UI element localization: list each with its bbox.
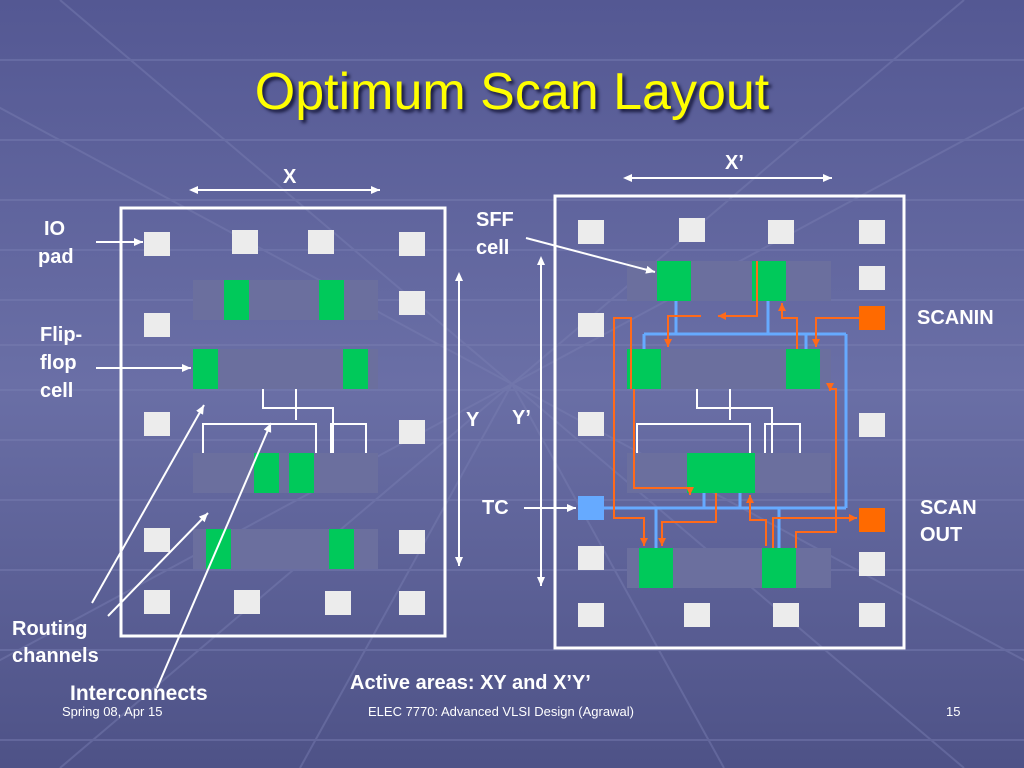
flipflop-label-line-2: flop	[40, 352, 77, 374]
interconnects-label: Interconnects	[70, 682, 208, 705]
routing-channels-label-line-1: Routing	[12, 618, 88, 640]
tc-label: TC	[482, 497, 509, 519]
x-prime-label: X’	[725, 152, 744, 174]
io-pad	[859, 552, 885, 576]
flipflop-label-line-3: cell	[40, 380, 74, 402]
left-chip-outline	[119, 206, 447, 638]
right-io-pads	[578, 218, 885, 627]
left-callout-arrows	[91, 238, 272, 689]
scan-flip-flop	[762, 548, 796, 588]
flip-flop	[254, 453, 279, 493]
left-io-pads	[144, 230, 425, 615]
cell-row	[193, 453, 378, 493]
io-pad	[308, 230, 334, 254]
io-pad	[859, 220, 885, 244]
scan-flip-flop	[639, 548, 673, 588]
io-pad	[234, 590, 260, 614]
io-pad	[773, 603, 799, 627]
io-pad	[144, 412, 170, 436]
sff-label-line-2: cell	[476, 237, 510, 259]
right-interconnect-wires	[636, 389, 801, 453]
io-pad	[859, 413, 885, 437]
right-callout-arrows	[524, 237, 656, 512]
footer-page-number: 15	[946, 704, 961, 719]
scan-flip-flop	[687, 453, 721, 493]
flip-flop	[319, 280, 344, 320]
io-pad	[399, 530, 425, 554]
io-pad	[679, 218, 705, 242]
io-pad	[144, 528, 170, 552]
io-pad-label-line-2: pad	[38, 246, 74, 268]
io-pad	[578, 546, 604, 570]
routing-channels-label-line-2: channels	[12, 645, 99, 667]
io-pad	[684, 603, 710, 627]
active-areas-label: Active areas: XY and X’Y’	[350, 672, 591, 694]
scan-flip-flop	[721, 453, 755, 493]
io-pad	[144, 590, 170, 614]
io-pad	[578, 220, 604, 244]
footer-date: Spring 08, Apr 15	[62, 704, 163, 719]
flip-flop	[289, 453, 314, 493]
io-pad	[399, 420, 425, 444]
io-pad	[144, 313, 170, 337]
y-prime-label: Y’	[512, 407, 531, 429]
io-pad	[768, 220, 794, 244]
left-flip-flops	[193, 280, 368, 569]
io-pad	[325, 591, 351, 615]
left-interconnect-wires	[202, 389, 367, 453]
io-pad	[144, 232, 170, 256]
io-pad-label-line-1: IO	[44, 218, 66, 240]
scanout-label-line-1: SCAN	[920, 497, 977, 519]
io-pad	[578, 313, 604, 337]
io-pad	[399, 591, 425, 615]
right-chip-outline	[553, 194, 906, 650]
y-label: Y	[466, 409, 480, 431]
flip-flop	[224, 280, 249, 320]
io-pad	[859, 603, 885, 627]
io-pad	[578, 412, 604, 436]
right-chip-layout	[524, 174, 906, 650]
footer-course: ELEC 7770: Advanced VLSI Design (Agrawal…	[368, 704, 634, 719]
flip-flop	[343, 349, 368, 389]
io-pad	[232, 230, 258, 254]
flip-flop	[193, 349, 218, 389]
tc-pin	[578, 496, 604, 520]
scanin-pin	[859, 306, 885, 330]
scan-chain-wires	[613, 261, 859, 548]
scan-flip-flop	[627, 349, 661, 389]
cell-row	[193, 280, 378, 320]
tc-routing	[604, 301, 848, 548]
sff-label-line-1: SFF	[476, 209, 514, 231]
scan-flip-flop	[786, 349, 820, 389]
io-pad	[399, 291, 425, 315]
slide-title: Optimum Scan Layout	[254, 63, 770, 121]
io-pad	[399, 232, 425, 256]
scan-flip-flop	[657, 261, 691, 301]
scanout-pin	[859, 508, 885, 532]
flip-flop	[329, 529, 354, 569]
x-label: X	[283, 166, 297, 188]
io-pad	[578, 603, 604, 627]
scanin-label: SCANIN	[917, 307, 994, 329]
flipflop-label-line-1: Flip-	[40, 324, 83, 346]
io-pad	[859, 266, 885, 290]
left-chip-layout	[91, 186, 463, 689]
scanout-label-line-2: OUT	[920, 524, 963, 546]
